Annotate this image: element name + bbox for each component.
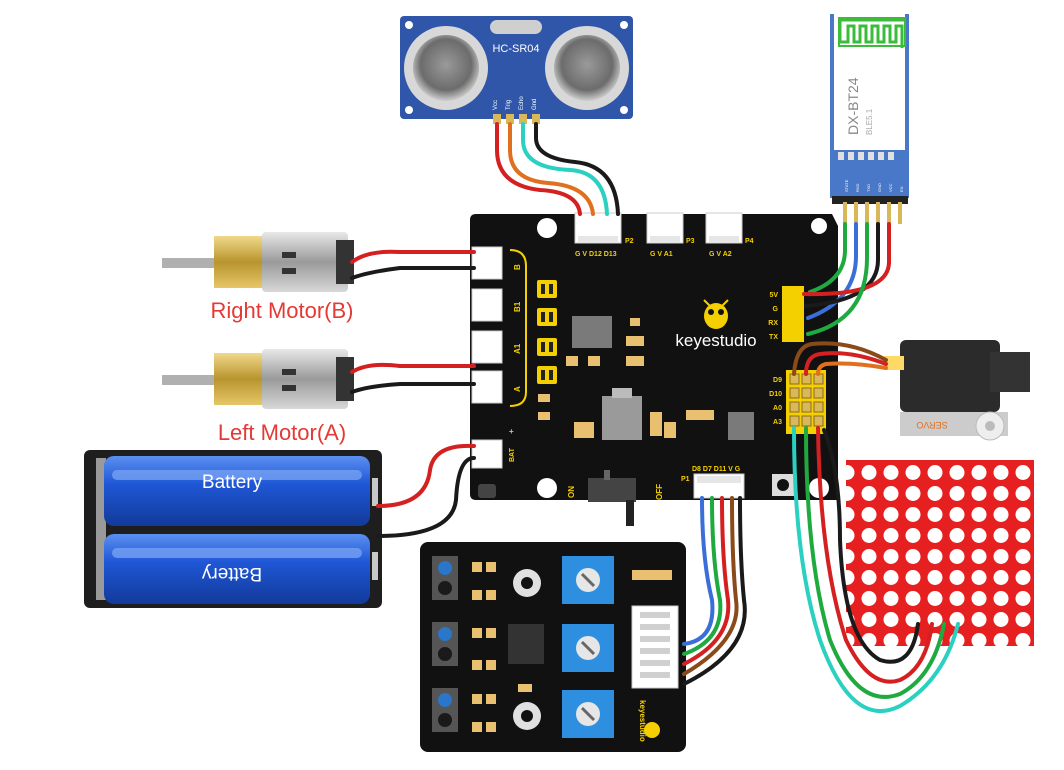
port-b-label: B — [513, 264, 522, 270]
svg-text:RX: RX — [768, 320, 778, 327]
bt-pin-vcc: VCC — [888, 183, 893, 192]
potentiometers — [562, 556, 614, 738]
wires — [350, 122, 960, 713]
switch-on-label: ON — [567, 486, 576, 498]
left-motor-label: Left Motor(A) — [218, 420, 346, 445]
header-p1: P1 D8 D7 D11 V G — [681, 466, 745, 499]
svg-text:P3: P3 — [686, 238, 695, 245]
header-p4: G V A2 P4 — [705, 212, 754, 258]
bt-pin-rxd: RXD — [855, 183, 860, 192]
battery-top-label: Battery — [202, 472, 263, 493]
ir-sensor-1 — [432, 556, 458, 600]
ultrasonic-sensor: HC-SR04 Vcc Trig Echo Gnd — [400, 16, 633, 124]
led-matrix — [846, 460, 1034, 646]
bt-pin-en: EN — [899, 186, 904, 192]
main-board: G V D12 D13 P2 G V A1 P3 G V A2 P4 B B1 … — [470, 212, 838, 526]
svg-text:+: + — [509, 427, 514, 436]
svg-text:D10: D10 — [769, 391, 782, 398]
ultrasonic-model: HC-SR04 — [492, 43, 539, 55]
ir-sensor-3 — [432, 688, 458, 732]
bt-pin-txd: TXD — [866, 184, 871, 192]
svg-text:D9: D9 — [773, 377, 782, 384]
pin-vcc-label: Vcc — [493, 100, 499, 110]
svg-text:5V: 5V — [769, 292, 778, 299]
driver-chip — [572, 316, 612, 348]
board-brand: keyestudio — [675, 331, 756, 350]
pin-trig-label: Trig — [506, 100, 512, 110]
svg-text:G V A1: G V A1 — [650, 251, 673, 258]
bat-label: BAT — [509, 447, 516, 462]
bluetooth-module: DX-BT24 BLE5.1 STATE RXD TXD GND VCC EN — [830, 14, 909, 224]
header-p2: G V D12 D13 P2 — [574, 212, 634, 258]
servo-header: D9 D10 A0 A3 — [769, 370, 826, 434]
svg-text:G V A2: G V A2 — [709, 251, 732, 258]
svg-text:G: G — [773, 306, 779, 313]
bt-pin-gnd: GND — [877, 183, 882, 192]
line-tracker: keyestudio — [420, 542, 686, 752]
motor-ports: B B1 A1 A + BAT — [471, 246, 527, 469]
ir-sensor-2 — [432, 622, 458, 666]
port-a-label: A — [513, 386, 522, 392]
battery-bottom-label: Battery — [201, 563, 262, 584]
svg-text:D8 D7 D11 V G: D8 D7 D11 V G — [692, 466, 741, 473]
servo: SERVO — [884, 340, 1030, 441]
header-p3: G V A1 P3 — [646, 212, 695, 258]
svg-text:TX: TX — [769, 334, 778, 341]
tracker-brand: keyestudio — [638, 700, 647, 742]
right-motor: Right Motor(B) — [162, 232, 354, 323]
keyestudio-logo: keyestudio — [675, 299, 757, 350]
bt-model: DX-BT24 — [845, 77, 861, 135]
port-b1-label: B1 — [513, 301, 522, 312]
power-switch[interactable]: ON OFF — [567, 470, 664, 526]
pin-gnd-label: Gnd — [532, 99, 538, 110]
svg-text:P2: P2 — [625, 238, 634, 245]
svg-text:A3: A3 — [773, 419, 782, 426]
switch-off-label: OFF — [655, 484, 664, 500]
bt-header: 5V G RX TX — [768, 286, 804, 342]
right-motor-label: Right Motor(B) — [210, 298, 353, 323]
port-a1-label: A1 — [513, 343, 522, 354]
battery-holder: Battery Battery — [84, 450, 382, 608]
svg-text:G V D12 D13: G V D12 D13 — [575, 251, 617, 258]
servo-label: SERVO — [916, 420, 947, 430]
svg-text:P4: P4 — [745, 238, 754, 245]
pin-echo-label: Echo — [519, 96, 525, 110]
bt-pin-state: STATE — [844, 179, 849, 192]
left-motor: Left Motor(A) — [162, 349, 354, 445]
bt-sub: BLE5.1 — [865, 108, 874, 135]
svg-text:A0: A0 — [773, 405, 782, 412]
svg-text:P1: P1 — [681, 476, 690, 483]
